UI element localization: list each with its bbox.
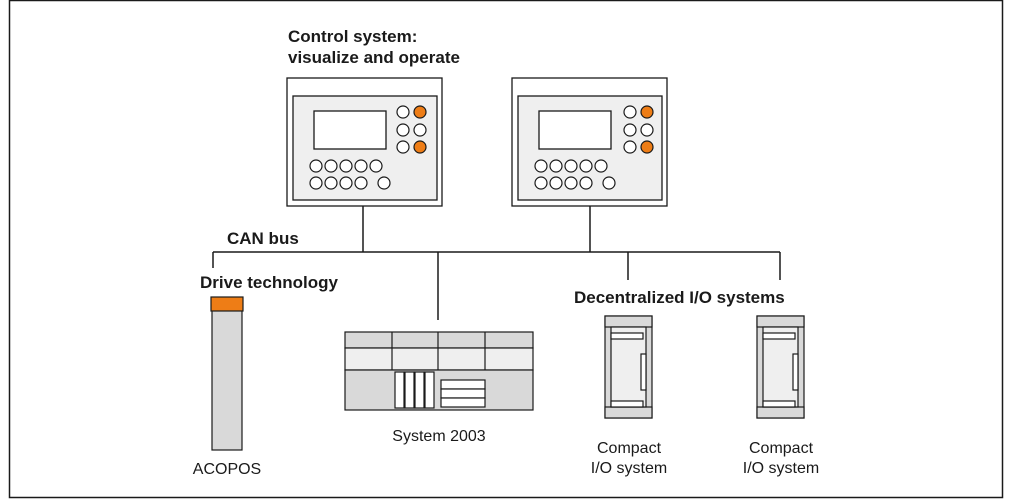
- panel-keys: [534, 105, 654, 190]
- plc-top-row: [344, 331, 534, 349]
- acopos-body: [211, 309, 243, 451]
- plc-module: [404, 371, 415, 409]
- compact-io-module-2: [756, 315, 805, 419]
- compact-io-2-label-line1: Compact: [748, 440, 814, 457]
- compact-io-1-label-line1: Compact: [596, 440, 662, 457]
- io-bottom-slot: [610, 400, 644, 408]
- io-side-slot: [640, 353, 647, 391]
- diagram-border: [8, 0, 1004, 499]
- acopos-label: ACOPOS: [192, 461, 262, 478]
- plc-slot: [440, 379, 486, 390]
- plc-base: [344, 369, 534, 411]
- control-system-title-line1: Control system:: [288, 27, 418, 46]
- io-side-slot: [792, 353, 799, 391]
- system-2003-plc: [344, 331, 534, 411]
- io-top-slot: [762, 332, 796, 340]
- io-bottom-band: [756, 406, 805, 419]
- operator-panel-2: [511, 77, 668, 207]
- operator-panel-1: [286, 77, 443, 207]
- compact-io-2-label-line2: I/O system: [742, 460, 820, 477]
- compact-io-module-1: [604, 315, 653, 419]
- system-2003-label: System 2003: [392, 428, 486, 445]
- plc-module: [424, 371, 435, 409]
- control-system-title-line2: visualize and operate: [288, 48, 460, 67]
- io-bottom-slot: [762, 400, 796, 408]
- io-bottom-band: [604, 406, 653, 419]
- drive-technology-label: Drive technology: [200, 273, 338, 292]
- panel-keys: [309, 105, 427, 190]
- io-face: [610, 326, 647, 408]
- io-top-band: [604, 315, 653, 328]
- panel-display: [313, 110, 387, 150]
- can-bus-network: [212, 206, 781, 320]
- io-top-band: [756, 315, 805, 328]
- acopos-top-accent: [210, 296, 244, 312]
- plc-slot: [440, 397, 486, 408]
- compact-io-1-label-line2: I/O system: [590, 460, 668, 477]
- acopos-drive: [210, 296, 244, 451]
- decentralized-io-label: Decentralized I/O systems: [574, 288, 785, 307]
- plc-module: [394, 371, 405, 409]
- can-bus-label: CAN bus: [227, 229, 299, 248]
- io-top-slot: [610, 332, 644, 340]
- plc-slot: [440, 388, 486, 399]
- plc-module: [414, 371, 425, 409]
- panel-display: [538, 110, 612, 150]
- plc-upper-row: [344, 347, 534, 371]
